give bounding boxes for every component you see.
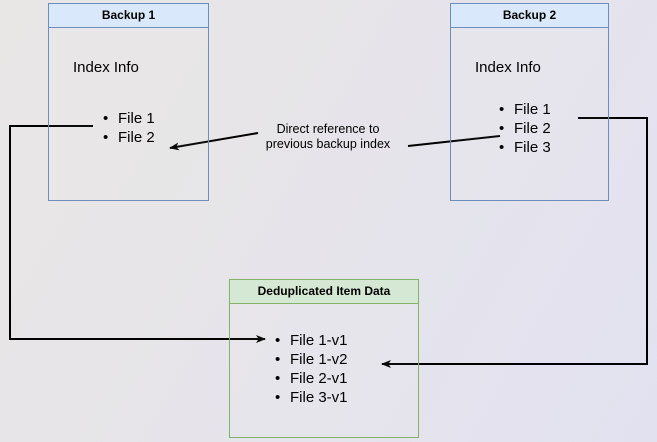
deduplicated-file-list: File 1-v1 File 1-v2 File 2-v1 File 3-v1: [275, 331, 348, 407]
list-item: File 1-v1: [275, 331, 348, 350]
backup-2-body: Index Info File 1 File 2 File 3: [451, 28, 608, 200]
list-item: File 2: [103, 128, 155, 147]
deduplicated-item-data-box[interactable]: Deduplicated Item Data File 1-v1 File 1-…: [229, 279, 419, 438]
backup-1-body: Index Info File 1 File 2: [49, 28, 208, 200]
backup-2-box[interactable]: Backup 2 Index Info File 1 File 2 File 3: [450, 3, 609, 201]
backup-1-index-info-label: Index Info: [73, 59, 139, 76]
list-item: File 1-v2: [275, 350, 348, 369]
deduplicated-item-data-body: File 1-v1 File 1-v2 File 2-v1 File 3-v1: [230, 304, 418, 437]
backup-2-index-info-label: Index Info: [475, 59, 541, 76]
backup-1-header: Backup 1: [49, 4, 208, 28]
list-item: File 3: [499, 138, 551, 157]
backup-2-file-list: File 1 File 2 File 3: [499, 100, 551, 157]
list-item: File 2-v1: [275, 369, 348, 388]
list-item: File 1: [103, 109, 155, 128]
list-item: File 2: [499, 119, 551, 138]
direct-reference-edge-label: Direct reference to previous backup inde…: [246, 122, 410, 152]
direct-reference-label-line-2: previous backup index: [265, 137, 391, 151]
backup-2-header: Backup 2: [451, 4, 608, 28]
list-item: File 3-v1: [275, 388, 348, 407]
backup-1-file-list: File 1 File 2: [103, 109, 155, 147]
backup-1-box[interactable]: Backup 1 Index Info File 1 File 2: [48, 3, 209, 201]
direct-reference-label-line-1: Direct reference to: [276, 122, 380, 136]
list-item: File 1: [499, 100, 551, 119]
deduplicated-item-data-header: Deduplicated Item Data: [230, 280, 418, 304]
